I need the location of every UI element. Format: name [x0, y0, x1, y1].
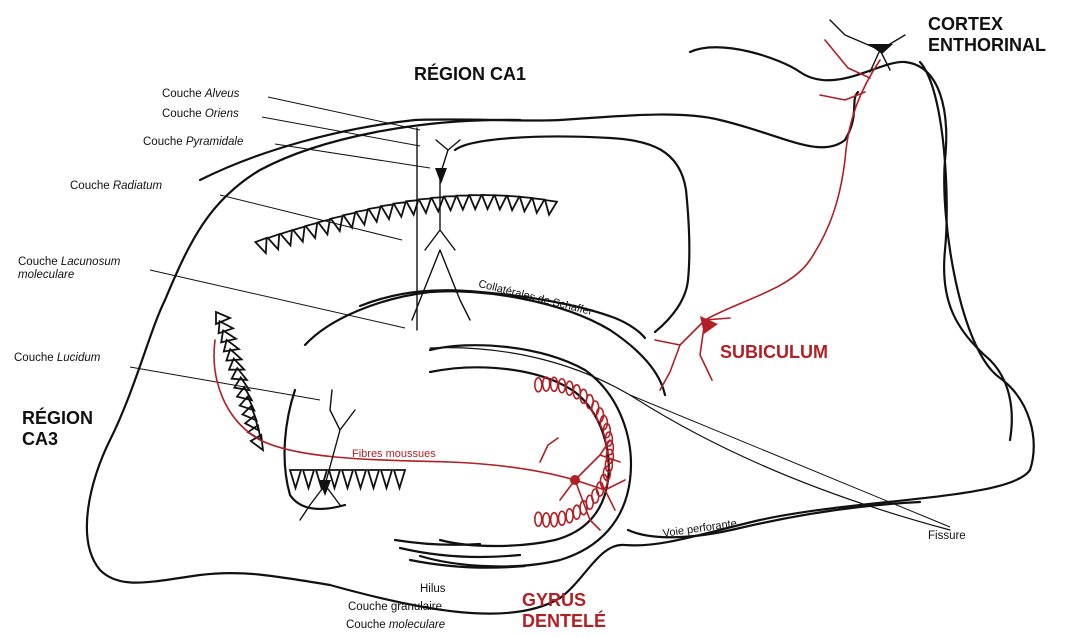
ca3-lower	[285, 390, 345, 509]
cortex-inner	[920, 62, 1012, 440]
layer-alveus-label: Couche Alveus	[162, 88, 239, 101]
granule-cell	[566, 509, 573, 523]
pyramidal-cell	[494, 195, 507, 210]
pyramidal-cell	[381, 470, 392, 488]
pyramidal-cell	[268, 234, 284, 251]
pyramidal-cell	[518, 197, 531, 212]
pyramidal-cell	[290, 470, 301, 488]
molecular-layer-label: Couche moleculare	[346, 619, 445, 632]
cortex-neuron-body	[868, 44, 893, 54]
layer-name: Alveus	[205, 88, 240, 100]
layer-name-2: moleculare	[18, 269, 74, 281]
pyramidal-cell	[355, 470, 366, 488]
layer-lacunosum-label: Couche Lacunosum moleculare	[18, 256, 120, 282]
gyrus-label-line1: GYRUS	[522, 590, 606, 611]
mossy-fibres-label: Fibres moussues	[352, 448, 436, 461]
pyramidal-cell	[356, 210, 370, 226]
pyramidal-cell	[444, 196, 456, 210]
layer-lucidum-label: Couche Lucidum	[14, 352, 100, 365]
granule-cell	[592, 401, 599, 415]
layer-name: moleculare	[389, 619, 445, 631]
ca1-region-label: RÉGION CA1	[414, 64, 526, 85]
pyramidal-cell	[368, 470, 379, 488]
ca3-region-label: RÉGION CA3	[22, 408, 93, 449]
hilus-label: Hilus	[420, 583, 446, 596]
layer-name: Lacunosum	[61, 256, 120, 268]
subiculum-label: SUBICULUM	[720, 342, 828, 363]
pyramidal-cell	[419, 199, 432, 214]
layer-pyramidale-label: Couche Pyramidale	[143, 136, 243, 149]
granule-cell	[543, 377, 550, 391]
pyramidal-cell	[381, 204, 395, 220]
cortex-neuron-dendrites	[830, 20, 905, 72]
layer-prefix: Couche	[346, 619, 389, 631]
pyramidal-cell	[318, 219, 333, 235]
layer-name: Radiatum	[113, 180, 162, 192]
pyramidal-cell	[280, 230, 296, 247]
pyramidal-cell	[303, 470, 314, 488]
fissure-label: Fissure	[928, 530, 966, 543]
granule-cell	[573, 505, 580, 519]
layer-radiatum-label: Couche Radiatum	[70, 180, 162, 193]
cortex-label: CORTEX ENTHORINAL	[928, 14, 1046, 55]
subiculum-dendrites	[655, 318, 730, 390]
subiculum-axon	[705, 40, 880, 320]
layer-prefix: Couche	[162, 108, 205, 120]
granular-layer-label: Couche granulaire	[348, 601, 442, 614]
granule-cell	[535, 512, 542, 526]
pyramidal-cell	[342, 470, 353, 488]
pyramidal-cell	[394, 202, 408, 217]
ca3-label-line1: RÉGION	[22, 408, 93, 429]
gyrus-label-line2: DENTELÉ	[522, 611, 606, 632]
granule-cell	[551, 513, 558, 527]
pyramidal-cell	[329, 470, 340, 488]
pyramidal-cell	[240, 397, 258, 415]
pyramidal-cell	[531, 198, 545, 213]
pyramidal-cell	[432, 197, 445, 212]
ca3-contour	[305, 291, 665, 395]
granule-cell	[543, 513, 550, 527]
pyramidal-cell	[394, 470, 405, 488]
ca1-neuron-body	[435, 168, 447, 184]
layer-name: Pyramidale	[186, 136, 244, 148]
pyramidal-cell	[481, 195, 493, 209]
ca1-pyramidal-row	[255, 195, 557, 255]
pyramidal-cell	[293, 227, 308, 244]
pyramidal-cell	[226, 349, 243, 365]
gyrus-dentele-label: GYRUS DENTELÉ	[522, 590, 606, 631]
pyramidal-cell	[237, 387, 255, 405]
pyramidal-cell	[306, 223, 321, 240]
layer-oriens-label: Couche Oriens	[162, 108, 239, 121]
cortex-label-line1: CORTEX	[928, 14, 1046, 35]
pyramidal-cell	[457, 196, 469, 210]
layer-prefix: Couche	[18, 256, 61, 268]
pyramidal-cell	[506, 196, 519, 211]
granule-cell	[551, 377, 558, 391]
ca3-neuron-dendrites	[300, 390, 355, 520]
layer-name: Lucidum	[57, 352, 100, 364]
pyramidal-cell	[242, 406, 260, 424]
dentate-inner	[430, 367, 609, 546]
pyramidal-cell	[229, 359, 247, 376]
pyramidal-cell	[543, 200, 557, 216]
cortex-label-line2: ENTHORINAL	[928, 35, 1046, 56]
pyramidal-cell	[369, 207, 383, 223]
granule-cell	[558, 511, 565, 525]
layer-prefix: Couche	[70, 180, 113, 192]
ca3-label-line2: CA3	[22, 429, 93, 450]
pyramidal-cell	[469, 195, 481, 209]
layer-name: Oriens	[205, 108, 239, 120]
layer-prefix: Couche	[162, 88, 205, 100]
layer-prefix: Couche	[14, 352, 57, 364]
granule-cell-body	[570, 475, 580, 485]
pyramidal-cell	[224, 340, 240, 355]
layer-prefix: Couche	[143, 136, 186, 148]
granule-cell	[535, 378, 542, 392]
